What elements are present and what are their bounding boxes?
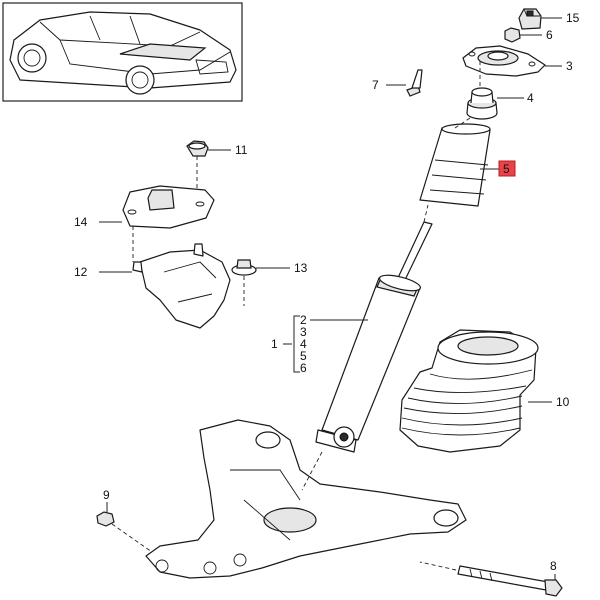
- dust-boot-part-5: [419, 123, 491, 207]
- group-item-5: 5: [300, 349, 307, 363]
- highlight-box-part-5: [498, 160, 516, 177]
- vehicle-thumbnail: [2, 2, 243, 102]
- nut-part-6: [504, 27, 521, 43]
- callout-9[interactable]: 9: [103, 488, 110, 502]
- group-item-3: 3: [300, 325, 307, 339]
- shock-absorber: [315, 221, 433, 453]
- bump-stop-part-4: [466, 87, 498, 120]
- callout-11[interactable]: 11: [235, 143, 248, 157]
- leader-lines: [99, 17, 562, 580]
- grommet-part-13: [231, 259, 257, 276]
- callout-group-1[interactable]: 1: [271, 337, 278, 351]
- upper-mount-part-3: [462, 45, 546, 77]
- callout-13[interactable]: 13: [294, 261, 308, 275]
- bump-cap-part-15: [518, 8, 542, 30]
- nut-part-11: [186, 140, 209, 157]
- air-spring-part-10: [399, 329, 539, 453]
- callout-10[interactable]: 10: [556, 395, 570, 409]
- group-item-2: 2: [300, 313, 307, 327]
- bolt-part-8: [457, 565, 563, 597]
- callout-6[interactable]: 6: [546, 28, 553, 42]
- sensor-module-part-14: [122, 185, 215, 229]
- callout-15[interactable]: 15: [566, 11, 580, 25]
- callout-4[interactable]: 4: [527, 91, 534, 105]
- callout-14[interactable]: 14: [74, 215, 88, 229]
- bracket-part-12: [132, 243, 231, 329]
- group-item-6: 6: [300, 361, 307, 375]
- callout-7[interactable]: 7: [372, 78, 379, 92]
- lower-control-arm: [145, 419, 467, 579]
- stud-part-7: [406, 69, 423, 97]
- callout-3[interactable]: 3: [566, 59, 573, 73]
- nut-part-9: [96, 511, 115, 527]
- callout-labels[interactable]: 15 6 3 7 4 5 11 14 12 13 10 9 8 1 2 3 4 …: [74, 11, 580, 573]
- callout-5[interactable]: 5: [503, 162, 510, 176]
- callout-8[interactable]: 8: [550, 559, 557, 573]
- group-item-4: 4: [300, 337, 307, 351]
- callout-12[interactable]: 12: [74, 265, 88, 279]
